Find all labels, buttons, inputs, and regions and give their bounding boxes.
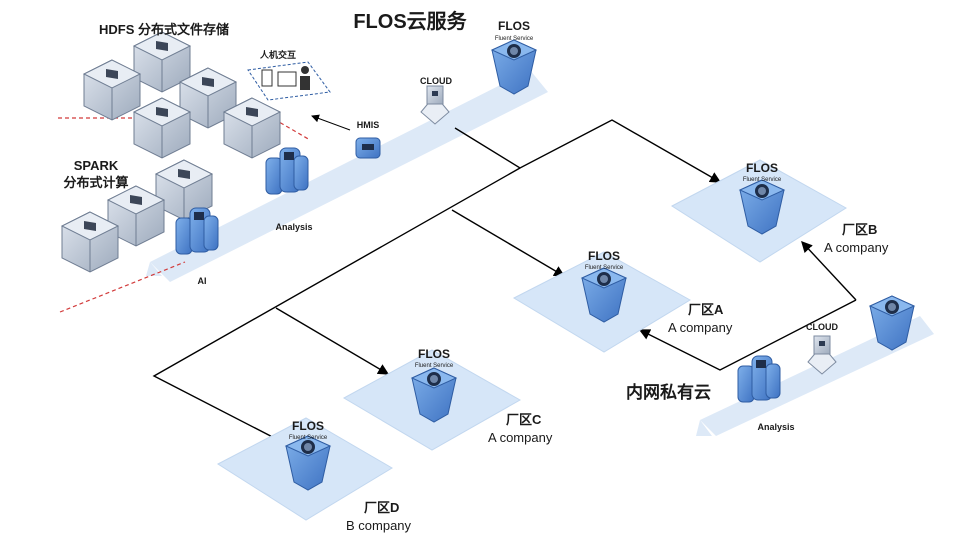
zone-a-company: A company xyxy=(668,320,733,335)
private-cloud-label: 内网私有云 xyxy=(626,382,711,402)
zone-c-company: A company xyxy=(488,430,553,445)
analysis-right-label: Analysis xyxy=(757,422,794,432)
flos-cloud-name: FLOS xyxy=(498,19,530,33)
human-interaction-box xyxy=(247,61,331,101)
hdfs-label: HDFS 分布式文件存储 xyxy=(99,22,229,37)
hdfs-server-cluster xyxy=(83,31,281,159)
zone-d-flos-sub: Fluent Service xyxy=(289,435,328,441)
network-links xyxy=(152,119,857,447)
zone-a-name: 厂区A xyxy=(688,302,724,317)
cloud-right-label: CLOUD xyxy=(806,322,838,332)
zone-c-flos-name: FLOS xyxy=(418,347,450,361)
flos-cloud-sub: Fluent Service xyxy=(495,36,534,42)
zone-c-flos-sub: Fluent Service xyxy=(415,363,454,369)
spark-label-line1: SPARK xyxy=(74,158,119,173)
hmis-to-interaction-link xyxy=(311,114,351,131)
zone-a-flos-sub: Fluent Service xyxy=(585,265,624,271)
zone-d-company: B company xyxy=(346,518,412,533)
cloud-service-belt xyxy=(150,70,548,282)
monitor-icon xyxy=(277,71,297,87)
private-cloud-belt xyxy=(700,316,934,436)
ai-label: AI xyxy=(198,276,207,286)
hmis-node xyxy=(355,137,381,159)
user-icon xyxy=(301,66,309,74)
tablet-icon xyxy=(261,69,273,87)
analysis-top-label: Analysis xyxy=(275,222,312,232)
zone-d-name: 厂区D xyxy=(364,500,399,515)
spark-boundary-line xyxy=(59,261,186,313)
zone-b-company: A company xyxy=(824,240,889,255)
zone-d-flos-name: FLOS xyxy=(292,419,324,433)
private-belt-arrow-head xyxy=(696,420,712,436)
hmis-label: HMIS xyxy=(357,120,380,130)
analysis-node-right xyxy=(737,355,781,403)
zone-b-name: 厂区B xyxy=(842,222,877,237)
cloud-top-label: CLOUD xyxy=(420,76,452,86)
human-interaction-label: 人机交互 xyxy=(259,49,296,60)
zone-b-flos-sub: Fluent Service xyxy=(743,177,782,183)
zone-b-flos-name: FLOS xyxy=(746,161,778,175)
page-title: FLOS云服务 xyxy=(353,9,467,33)
analysis-node-top xyxy=(265,147,309,195)
zone-a-flos-name: FLOS xyxy=(588,249,620,263)
spark-label-line2: 分布式计算 xyxy=(63,175,128,190)
zone-c-name: 厂区C xyxy=(506,412,542,427)
